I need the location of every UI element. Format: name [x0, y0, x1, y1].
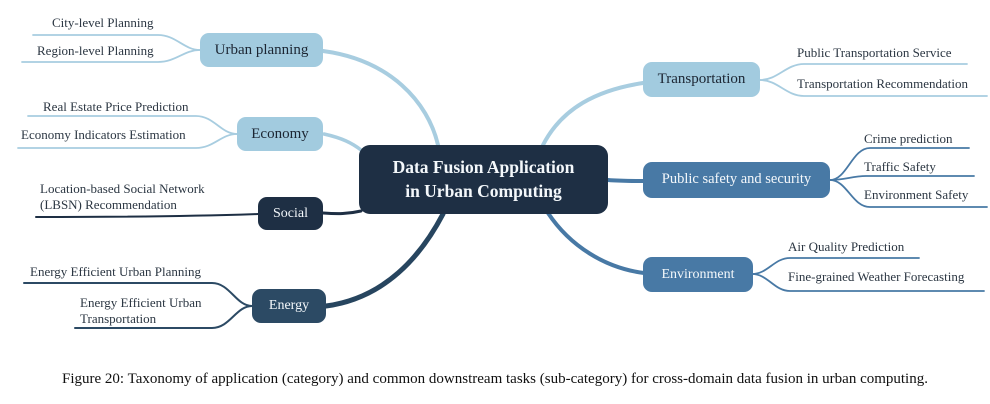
center-node-label-line1: Data Fusion Application	[392, 156, 575, 177]
connector-center-social	[321, 209, 363, 216]
connector-center-energy	[323, 211, 446, 309]
category-label: Social	[273, 205, 308, 221]
category-label: Environment	[661, 266, 735, 282]
category-node-environment: Environment	[643, 257, 753, 292]
connector-safety-traffic	[829, 175, 975, 181]
subtask-real-estate-price-prediction: Real Estate Price Prediction	[43, 99, 189, 114]
category-node-social: Social	[258, 197, 323, 230]
connector-safety-environment	[829, 179, 988, 208]
category-label: Public safety and security	[661, 171, 812, 188]
category-label: Urban planning	[214, 41, 309, 58]
connector-energy-planning	[23, 282, 253, 307]
subtask-environment-safety: Environment Safety	[864, 187, 969, 202]
connector-urban-city-level	[32, 34, 201, 51]
subtask-city-level-planning: City-level Planning	[52, 15, 154, 30]
center-node: Data Fusion Application in Urban Computi…	[359, 145, 608, 214]
subtask-energy-efficient-urban-planning: Energy Efficient Urban Planning	[30, 264, 202, 279]
category-node-energy: Energy	[252, 289, 326, 323]
connector-economy-indicators	[17, 133, 238, 149]
subtask-crime-prediction: Crime prediction	[864, 131, 953, 146]
connector-energy-transportation	[74, 305, 253, 329]
category-node-public-safety: Public safety and security	[643, 162, 830, 198]
connector-environment-weather	[751, 273, 985, 292]
subtask-public-transportation-service: Public Transportation Service	[797, 45, 952, 60]
category-node-urban-planning: Urban planning	[200, 33, 323, 67]
category-label: Transportation	[657, 71, 746, 88]
connector-center-economy	[322, 132, 363, 152]
subtask-transportation-recommendation: Transportation Recommendation	[797, 76, 969, 91]
subtask-energy-efficient-urban-transportation: Energy Efficient Urban Transportation	[80, 295, 202, 326]
category-label: Energy	[268, 298, 310, 314]
figure-caption: Figure 20: Taxonomy of application (cate…	[62, 371, 928, 387]
connector-center-environment	[546, 211, 646, 275]
subtask-fine-grained-weather-forecasting: Fine-grained Weather Forecasting	[788, 269, 965, 284]
connector-center-urban-planning	[321, 49, 440, 147]
subtask-traffic-safety: Traffic Safety	[864, 159, 936, 174]
subtask-region-level-planning: Region-level Planning	[37, 43, 154, 58]
connector-environment-air-quality	[751, 257, 920, 275]
category-node-transportation: Transportation	[643, 62, 760, 97]
subtask-lbsn-recommendation: Location-based Social Network (LBSN) Rec…	[40, 181, 205, 212]
connector-center-public-safety	[606, 178, 645, 183]
center-node-label-line2: in Urban Computing	[405, 180, 562, 201]
category-node-economy: Economy	[237, 117, 323, 151]
subtask-economy-indicators-estimation: Economy Indicators Estimation	[21, 127, 186, 142]
connector-center-transportation	[541, 81, 645, 147]
connector-transportation-service	[759, 63, 968, 81]
subtask-air-quality-prediction: Air Quality Prediction	[788, 239, 905, 254]
connector-social-lbsn	[35, 213, 259, 218]
connector-economy-real-estate	[27, 115, 238, 135]
connector-urban-region-level	[21, 49, 201, 63]
connector-transportation-recommendation	[759, 79, 988, 97]
category-label: Economy	[251, 125, 309, 142]
